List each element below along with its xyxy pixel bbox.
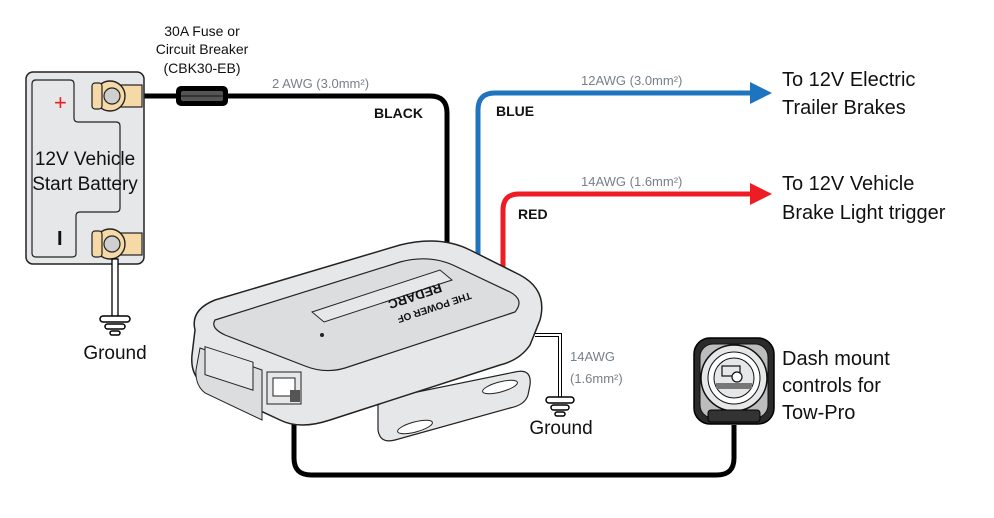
battery-icon: [25, 71, 145, 265]
trailer-brakes-label-line1: To 12V Electric: [782, 69, 915, 91]
dash-mount-label-line2: controls for: [782, 375, 881, 397]
black-wire: [140, 93, 450, 262]
red-wire: [500, 191, 752, 272]
negative-terminal-icon: [91, 228, 143, 260]
ground-wire-gauge-line1: 14AWG: [570, 349, 615, 364]
fuse-icon: [176, 86, 228, 106]
fuse-label-line3: (CBK30-EB): [163, 60, 240, 76]
battery-ground-icon: [99, 315, 131, 336]
brake-light-label-line1: To 12V Vehicle: [782, 173, 914, 195]
control-cable: [291, 395, 737, 478]
controller-ground-icon: [545, 396, 575, 417]
battery-ground-label: Ground: [83, 343, 146, 364]
positive-terminal-icon: [91, 80, 143, 112]
brake-controller-unit: REDARC THE POWER OF: [191, 240, 543, 442]
controller-ground-label: Ground: [529, 418, 592, 439]
red-arrow-head: [750, 183, 772, 205]
fuse-label-line1: 30A Fuse or: [164, 23, 240, 39]
ground-wire-gauge-line2: (1.6mm²): [570, 371, 623, 386]
controller-ground-wire: [535, 333, 562, 398]
blue-arrow-head: [750, 82, 772, 104]
blue-wire-gauge: 12AWG (3.0mm²): [581, 73, 682, 88]
fuse-label-line2: Circuit Breaker: [156, 41, 249, 57]
black-wire-gauge: 2 AWG (3.0mm²): [272, 76, 369, 91]
battery-label-line2: Start Battery: [32, 174, 138, 195]
trailer-brakes-label-line2: Trailer Brakes: [782, 97, 906, 119]
dash-mount-control-icon: [693, 337, 775, 425]
battery-label-line1: 12V Vehicle: [35, 149, 135, 170]
dash-mount-label-line3: Tow-Pro: [782, 402, 855, 424]
red-wire-label: RED: [518, 206, 548, 222]
blue-wire-label: BLUE: [496, 103, 534, 119]
battery-negative-symbol: I: [57, 228, 63, 250]
red-wire-gauge: 14AWG (1.6mm²): [581, 174, 682, 189]
dash-mount-label-line1: Dash mount: [782, 348, 890, 370]
blue-wire: [475, 90, 752, 268]
brake-light-label-line2: Brake Light trigger: [782, 202, 946, 224]
battery-positive-symbol: +: [54, 90, 67, 115]
black-wire-label: BLACK: [374, 105, 423, 121]
